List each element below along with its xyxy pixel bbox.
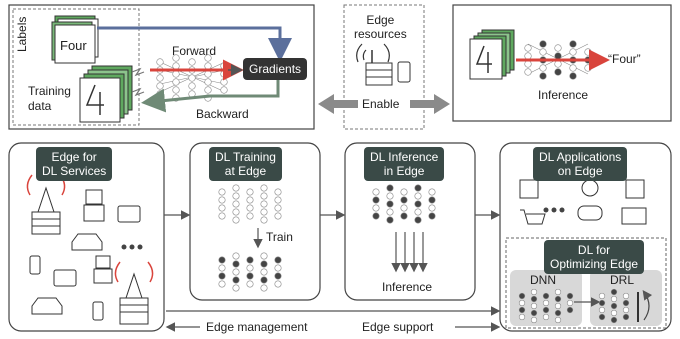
drl-network	[598, 288, 630, 324]
train-text: Train	[266, 230, 293, 244]
data-dashed-box	[12, 8, 140, 126]
application-icons	[519, 179, 647, 225]
label-arrow	[97, 26, 292, 62]
edge-for-dl-banner: Edge for DL Services	[36, 147, 113, 181]
training-box-network-top	[218, 184, 282, 224]
ellipsis-dots	[121, 207, 565, 250]
dnn-network	[518, 288, 574, 324]
inference-input-stack	[469, 29, 515, 80]
input-lightning-icon	[131, 67, 145, 97]
backward-text: Backward	[196, 107, 249, 121]
dl-inference-banner: DL Inference in Edge	[364, 147, 445, 181]
face-recognition-icon	[625, 179, 645, 199]
labels-text: Labels	[15, 16, 29, 52]
enable-double-arrow	[318, 94, 450, 114]
inference-box-text: Inference	[382, 280, 433, 294]
label-card-text: Four	[60, 38, 87, 53]
map-icon	[519, 179, 539, 199]
gamepad-icon	[577, 205, 603, 221]
label-card-stack	[51, 15, 99, 64]
training-data-stack	[79, 65, 133, 123]
edge-management-text: Edge management	[206, 320, 308, 334]
edge-devices-cluster	[26, 174, 154, 325]
dl-optimizing-banner: DL for Optimizing Edge	[544, 240, 645, 274]
drl-loop-arrow	[642, 290, 653, 321]
clapper-icon	[621, 207, 647, 225]
edge-resources-text: Edge resources	[354, 13, 407, 41]
dl-applications-banner: DL Applications on Edge	[533, 147, 628, 181]
inference-label: Inference	[538, 88, 589, 102]
training-box-network-bottom	[218, 252, 282, 292]
forward-text: Forward	[172, 44, 217, 58]
inference-box-network	[372, 184, 436, 224]
dl-inference-box	[344, 142, 476, 301]
edge-support-text: Edge support	[362, 320, 434, 334]
inference-output-text: “Four”	[608, 52, 641, 66]
edge-server-icon	[356, 43, 411, 86]
backward-arrow	[141, 79, 280, 113]
training-data-text: Training data	[28, 84, 71, 113]
inference-output-arrows	[391, 232, 428, 273]
dl-training-banner: DL Training at Edge	[209, 147, 282, 181]
dnn-text: DNN	[530, 273, 556, 287]
gradients-box: Gradients	[243, 58, 308, 80]
cart-icon	[520, 209, 546, 225]
enable-text: Enable	[362, 97, 400, 111]
music-icon	[581, 179, 599, 197]
drl-text: DRL	[610, 273, 635, 287]
